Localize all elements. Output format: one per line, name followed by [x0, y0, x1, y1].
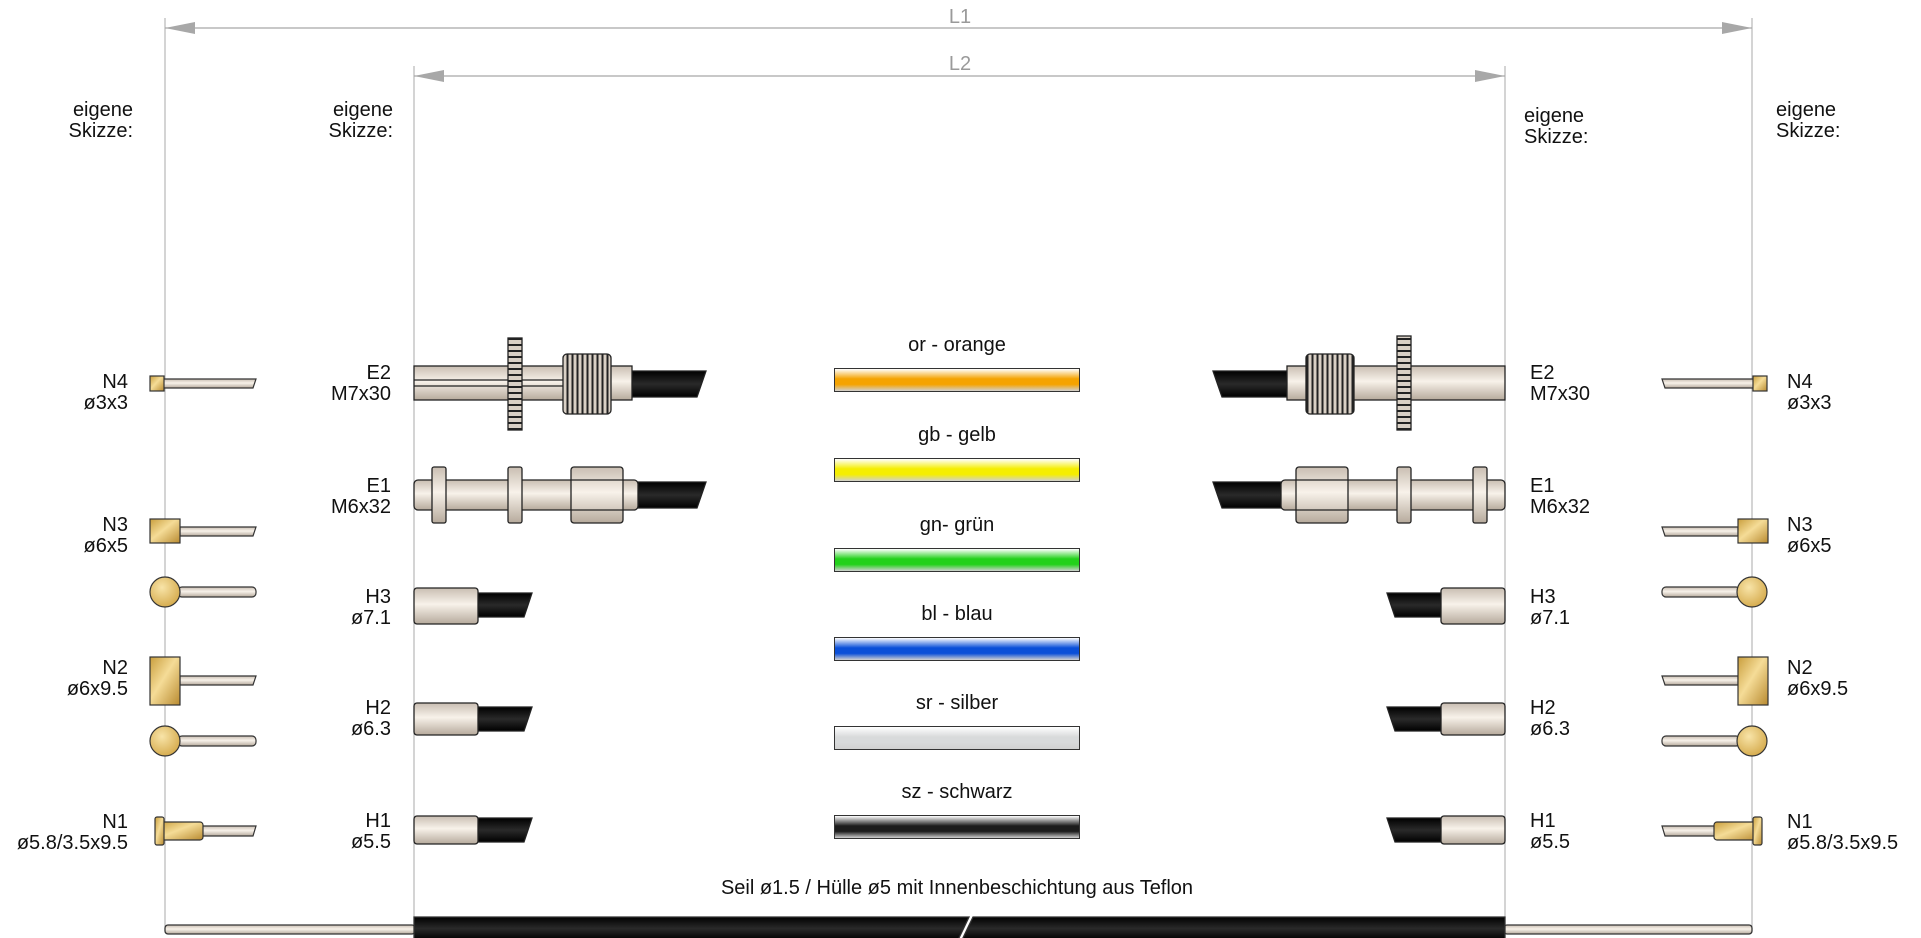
l1-arrow-left: [165, 22, 195, 34]
nipple-n3-left: [149, 518, 257, 544]
l2-arrow-left: [414, 70, 444, 82]
end-fitting-h1-left: [413, 815, 533, 845]
color-swatch-black[interactable]: [834, 815, 1080, 839]
inner-wire-right: [1503, 924, 1753, 935]
end-fitting-e2-right: [1212, 335, 1506, 431]
nipple-n1-left: [154, 816, 257, 846]
end-fitting-h2-left: [413, 702, 533, 736]
ball-nipple-lower-right: [1661, 725, 1768, 757]
end-fitting-e1-right: [1212, 466, 1506, 524]
ball-nipple-lower-left: [149, 725, 257, 757]
nipple-n2-left: [149, 656, 257, 706]
nipple-n1-right: [1661, 816, 1763, 846]
color-option-silver-label: sr - silber: [915, 692, 999, 714]
cable-assembly: [164, 916, 1753, 938]
end-fitting-h2-right: [1386, 702, 1506, 736]
color-swatch-silver[interactable]: [834, 726, 1080, 750]
nipple-n3-right: [1661, 518, 1769, 544]
color-option-yellow-label: gb - gelb: [918, 424, 996, 446]
end-fitting-h3-right: [1386, 587, 1506, 625]
color-swatch-green[interactable]: [834, 548, 1080, 572]
color-swatch-orange[interactable]: [834, 368, 1080, 392]
color-option-black-label: sz - schwarz: [901, 781, 1013, 803]
nipple-n4-left: [149, 375, 257, 392]
l2-arrow-right: [1475, 70, 1505, 82]
end-fitting-e2-left: [413, 337, 707, 431]
nipple-n4-right: [1661, 375, 1768, 392]
ball-nipple-upper-left: [149, 576, 257, 608]
color-swatch-blue[interactable]: [834, 637, 1080, 661]
end-fitting-e1-left: [413, 466, 707, 524]
cable-sleeve-left: [413, 916, 971, 938]
color-option-green-label: gn- grün: [919, 514, 995, 536]
color-option-blue-label: bl - blau: [921, 603, 993, 625]
end-fitting-h3-left: [413, 587, 533, 625]
color-option-orange-label: or - orange: [908, 334, 1006, 356]
l1-label: L1: [948, 6, 972, 28]
nipple-n2-right: [1661, 656, 1769, 706]
l2-label: L2: [948, 53, 972, 75]
end-fitting-h1-right: [1386, 815, 1506, 845]
cable-sleeve-right: [962, 916, 1506, 938]
inner-wire-left: [164, 924, 416, 935]
ball-nipple-upper-right: [1661, 576, 1768, 608]
color-swatch-yellow[interactable]: [834, 458, 1080, 482]
l1-arrow-right: [1722, 22, 1752, 34]
cable-caption: Seil ø1.5 / Hülle ø5 mit Innenbeschichtu…: [720, 877, 1194, 899]
